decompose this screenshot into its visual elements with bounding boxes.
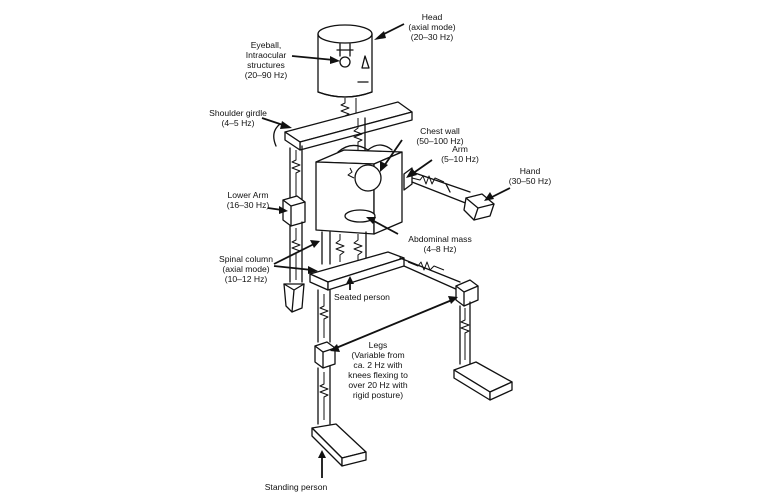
label-eyeball-line-3: structures [247, 60, 285, 70]
label-head-line-1: Head [422, 12, 443, 22]
lower-body [309, 231, 405, 291]
label-abdominal-line-1: Abdominal mass [408, 234, 472, 244]
left-arm [282, 145, 306, 313]
label-chest-line-2: (50–100 Hz) [416, 136, 463, 146]
label-eyeball-line-2: Intraocular [246, 50, 287, 60]
label-spinal-line-2: (axial mode) [222, 264, 269, 274]
label-legs-line-5: over 20 Hz with [348, 380, 407, 390]
label-shoulder-line-1: Shoulder girdle [209, 108, 267, 118]
label-head-line-3: (20–30 Hz) [411, 32, 454, 42]
label-hand-line-1: Hand [520, 166, 541, 176]
label-arm: Arm (5–10 Hz) [441, 144, 479, 164]
label-legs-line-4: knees flexing to [348, 370, 408, 380]
label-legs-line-6: rigid posture) [353, 390, 403, 400]
label-legs-line-2: (Variable from [351, 350, 404, 360]
label-standing: Standing person [265, 482, 328, 492]
label-arm-line-2: (5–10 Hz) [441, 154, 479, 164]
label-standing-line-1: Standing person [265, 482, 328, 492]
label-spinal: Spinal column (axial mode) (10–12 Hz) [219, 254, 273, 284]
label-legs-line-1: Legs [369, 340, 388, 350]
label-eyeball-line-4: (20–90 Hz) [245, 70, 288, 80]
label-legs-line-3: ca. 2 Hz with [353, 360, 402, 370]
label-lower-arm: Lower Arm (16–30 Hz) [227, 190, 270, 210]
right-arm [403, 167, 495, 221]
label-hand-line-2: (30–50 Hz) [509, 176, 552, 186]
label-seated-line-1: Seated person [334, 292, 390, 302]
label-eyeball: Eyeball, Intraocular structures (20–90 H… [245, 40, 288, 80]
label-abdominal-line-2: (4–8 Hz) [424, 244, 457, 254]
shoulder-girdle [273, 101, 413, 151]
right-leg [399, 257, 513, 401]
left-leg [311, 289, 367, 467]
label-seated: Seated person [334, 292, 390, 302]
label-chest-line-1: Chest wall [420, 126, 460, 136]
label-chest: Chest wall (50–100 Hz) [416, 126, 463, 146]
label-hand: Hand (30–50 Hz) [509, 166, 552, 186]
label-lower-arm-line-2: (16–30 Hz) [227, 200, 270, 210]
label-legs: Legs (Variable from ca. 2 Hz with knees … [348, 340, 408, 400]
arrows [261, 23, 511, 478]
label-eyeball-line-1: Eyeball, [251, 40, 282, 50]
label-arm-line-1: Arm [452, 144, 468, 154]
label-shoulder: Shoulder girdle (4–5 Hz) [209, 108, 267, 128]
label-shoulder-line-2: (4–5 Hz) [222, 118, 255, 128]
label-abdominal: Abdominal mass (4–8 Hz) [408, 234, 472, 254]
upper-spine [353, 118, 363, 158]
label-lower-arm-line-1: Lower Arm [227, 190, 268, 200]
head [317, 24, 373, 98]
label-spinal-line-1: Spinal column [219, 254, 273, 264]
label-head-line-2: (axial mode) [408, 22, 455, 32]
chest [315, 144, 403, 235]
label-spinal-line-3: (10–12 Hz) [225, 274, 268, 284]
label-head: Head (axial mode) (20–30 Hz) [408, 12, 455, 42]
